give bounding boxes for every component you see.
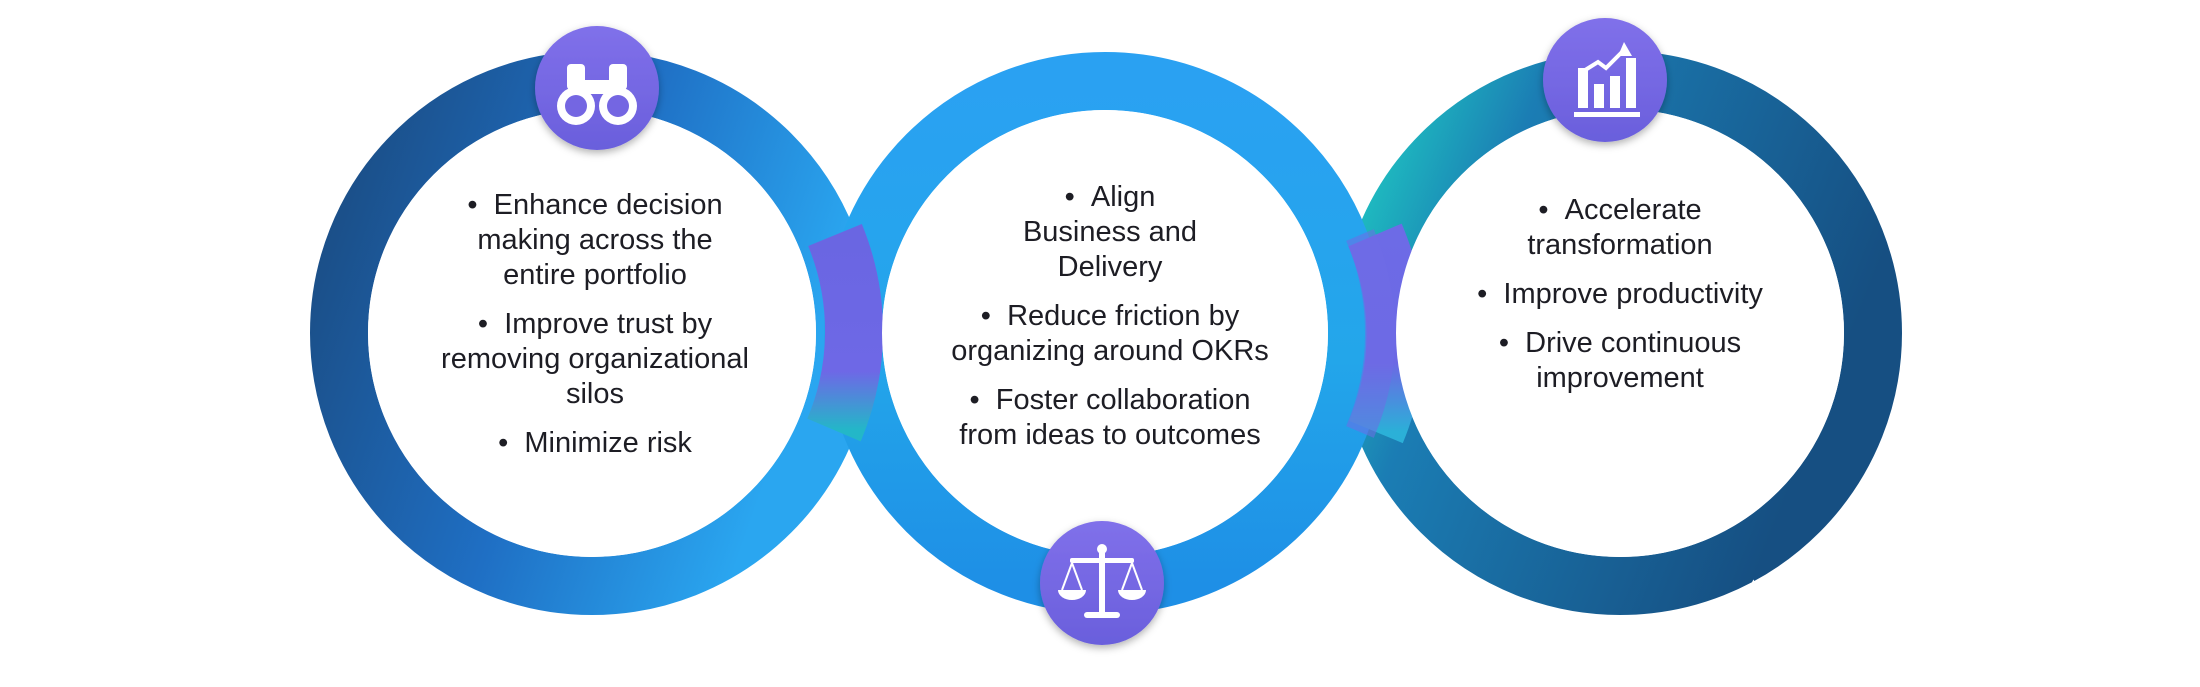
chart-badge xyxy=(1543,18,1667,142)
binoculars-icon xyxy=(557,64,637,125)
bullets-create-alignment: Align Business and Delivery Reduce frict… xyxy=(925,180,1295,467)
list-item: Align Business and Delivery xyxy=(925,180,1295,285)
list-item: Improve productivity xyxy=(1430,277,1810,312)
list-item: Foster collaboration from ideas to outco… xyxy=(925,383,1295,453)
scales-icon xyxy=(1058,544,1146,618)
bullets-optimize-efficiency: Accelerate transformation Improve produc… xyxy=(1430,193,1810,410)
list-item: Minimize risk xyxy=(405,426,785,461)
seam-left xyxy=(807,223,884,442)
seam-right-inner xyxy=(1346,229,1396,438)
list-item: Enhance decision making across the entir… xyxy=(405,188,785,293)
list-item: Accelerate transformation xyxy=(1430,193,1810,263)
bullets-increase-visibility: Enhance decision making across the entir… xyxy=(405,188,785,475)
list-item: Drive continuous improvement xyxy=(1430,326,1810,396)
list-item: Improve trust by removing organizational… xyxy=(405,307,785,412)
list-item: Reduce friction by organizing around OKR… xyxy=(925,299,1295,369)
bar-chart-growth-icon xyxy=(1574,42,1640,117)
